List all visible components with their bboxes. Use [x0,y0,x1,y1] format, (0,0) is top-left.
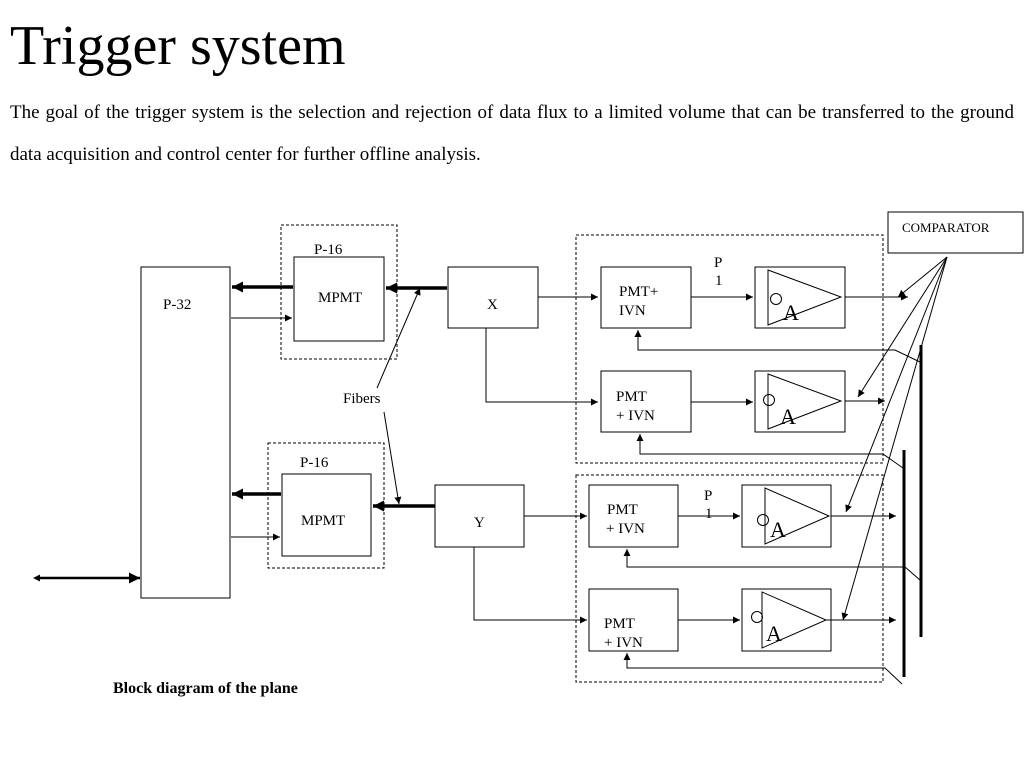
diagram-caption: Block diagram of the plane [113,680,298,697]
comparator-to-amp3-arrow [845,256,948,513]
bottom-pmt-enclosure [575,474,884,683]
bottom-p16-label: P-16 [300,455,329,471]
bottom-amp2-block [741,588,832,652]
top-amp1-label: A [783,300,799,325]
p32-label: P-32 [163,297,191,313]
bottom-mpmt-block [281,473,372,557]
fibers-to-bottom-arrow [383,411,402,505]
bottom-amp1-input-circle [757,514,769,526]
bottom-amp1-label: A [770,517,786,542]
bottom-amp2-input-circle [751,611,763,623]
comparator-to-amp2-arrow [857,256,948,398]
top-amp1-input-circle [770,293,782,305]
bottom-pmt2-feedback-line [623,653,903,685]
bottom-pmt1-feedback-line [623,549,921,581]
bottom-pmt2-label: PMT + IVN [604,616,643,651]
p32-block [140,266,231,599]
top-mpmt-block [293,256,385,342]
bottom-mpmt-label: MPMT [301,513,345,529]
comparator-block [887,211,1024,254]
top-p1-label: P 1 [714,255,726,289]
y-channel-block [434,484,525,548]
top-amp1-block [754,266,846,329]
top-pmt2-label: PMT + IVN [616,389,655,424]
x-channel-label: X [487,297,498,313]
top-amp2-input-circle [763,394,775,406]
bottom-pmt1-block [588,484,679,548]
comparator-to-amp1-arrow [897,256,948,298]
x-channel-block [447,266,539,329]
bottom-pmt2-block [588,588,679,652]
bottom-amp1-block [741,484,832,548]
top-p16-enclosure [280,224,398,360]
slide-title: Trigger system [10,15,346,77]
top-amp2-triangle [767,373,843,430]
bottom-p16-enclosure [267,442,385,569]
bottom-amp2-label: A [766,621,782,646]
bottom-pmt1-label: PMT + IVN [606,502,645,537]
top-pmt1-feedback-line [634,330,921,363]
top-pmt1-block [600,266,692,329]
fibers-to-top-arrow [376,287,421,389]
top-pmt2-feedback-line [636,434,904,469]
top-pmt-enclosure [575,234,884,464]
comparator-label: COMPARATOR [902,220,990,235]
bottom-amp1-triangle [764,487,831,545]
intro-paragraph: The goal of the trigger system is the se… [10,102,1014,165]
top-amp2-label: A [780,404,796,429]
top-p16-label: P-16 [314,242,343,258]
top-mpmt-label: MPMT [318,290,362,306]
x-to-pmt2-line [485,328,598,406]
top-pmt2-block [600,370,692,433]
bottom-p1-label: P 1 [704,488,716,522]
fibers-label: Fibers [343,391,381,407]
comparator-to-amp4-arrow [841,256,948,621]
y-channel-label: Y [474,515,485,531]
top-amp1-triangle [767,269,843,326]
top-pmt1-label: PMT+ IVN [619,284,662,319]
y-to-pmt2-line [473,547,587,624]
